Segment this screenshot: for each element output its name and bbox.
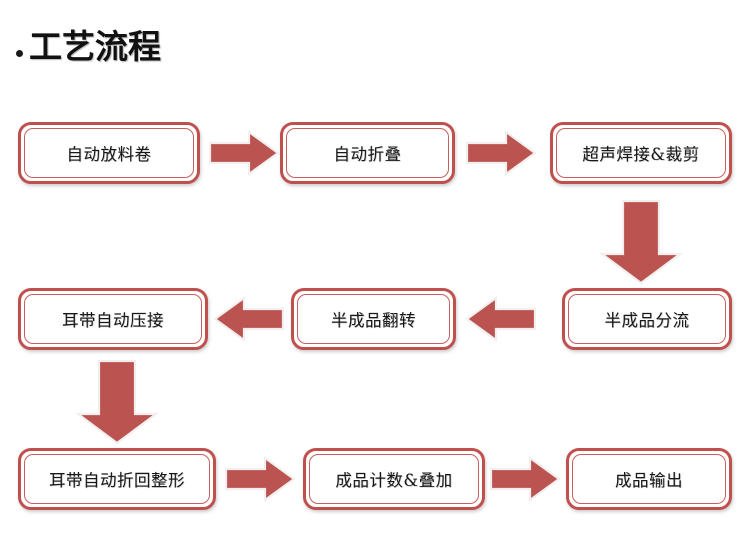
process-box-label: 半成品翻转 xyxy=(331,311,416,330)
process-box-inner: 半成品翻转 xyxy=(297,294,450,344)
process-box-step-6[interactable]: 耳带自动压接 xyxy=(18,288,208,350)
process-box-step-1[interactable]: 自动放料卷 xyxy=(18,122,200,184)
bullet-icon xyxy=(16,50,23,57)
process-box-inner: 成品计数&叠加 xyxy=(309,454,479,504)
arrow-down-icon xyxy=(596,199,686,285)
page-title: 工艺流程 xyxy=(29,27,161,66)
arrow-right-icon xyxy=(489,455,561,503)
process-box-step-5[interactable]: 半成品翻转 xyxy=(291,288,456,350)
process-box-step-9[interactable]: 成品输出 xyxy=(566,448,732,510)
process-box-inner: 耳带自动压接 xyxy=(24,294,202,344)
process-box-label: 成品输出 xyxy=(615,471,683,490)
arrow-right-icon xyxy=(224,455,296,503)
slide-title: 工艺流程 xyxy=(16,30,161,63)
process-box-step-4[interactable]: 半成品分流 xyxy=(562,288,732,350)
arrow-right-icon xyxy=(465,129,537,177)
process-box-inner: 超声焊接&裁剪 xyxy=(556,128,726,178)
arrow-down-icon xyxy=(72,359,162,445)
process-box-step-7[interactable]: 耳带自动折回整形 xyxy=(18,448,216,510)
process-box-label: 半成品分流 xyxy=(604,311,690,330)
process-box-label: 自动放料卷 xyxy=(66,145,152,164)
process-box-step-8[interactable]: 成品计数&叠加 xyxy=(303,448,485,510)
arrow-right-icon xyxy=(208,129,280,177)
process-box-inner: 耳带自动折回整形 xyxy=(24,454,210,504)
process-box-step-3[interactable]: 超声焊接&裁剪 xyxy=(550,122,732,184)
process-box-label: 耳带自动压接 xyxy=(62,311,164,330)
process-box-inner: 成品输出 xyxy=(572,454,726,504)
process-box-label: 成品计数&叠加 xyxy=(335,471,453,490)
arrow-left-icon xyxy=(213,295,285,343)
process-box-label: 超声焊接&裁剪 xyxy=(582,145,700,164)
arrow-left-icon xyxy=(465,295,537,343)
process-box-label: 自动折叠 xyxy=(333,145,402,164)
process-box-label: 耳带自动折回整形 xyxy=(49,471,185,490)
process-box-step-2[interactable]: 自动折叠 xyxy=(280,122,455,184)
process-box-inner: 自动放料卷 xyxy=(24,128,194,178)
process-box-inner: 自动折叠 xyxy=(286,128,449,178)
process-box-inner: 半成品分流 xyxy=(568,294,726,344)
